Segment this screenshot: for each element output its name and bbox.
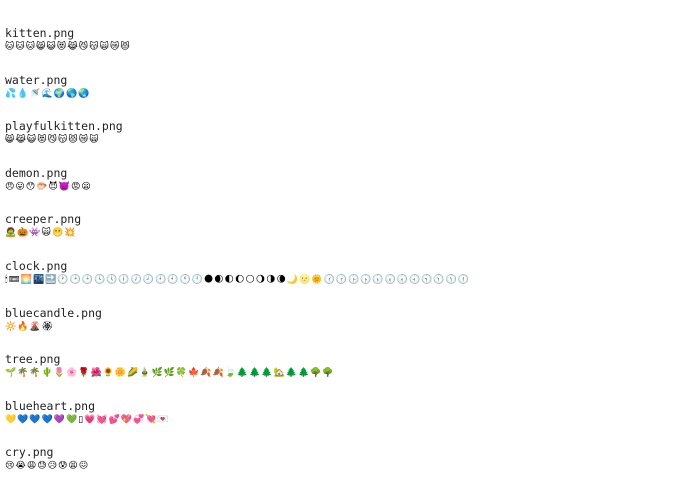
entry-bluecandle: bluecandle.png 🔆🔥🌋🏵 <box>5 306 470 353</box>
emoji-row: 🔆🔥🌋🏵 <box>5 321 55 332</box>
emoji-row: 💛💙💙💙💜💚▯💗💓💕💖💞💘💌 <box>5 414 170 425</box>
filename-label: kitten.png <box>5 26 75 40</box>
emoji-row: 🕯📼🌅🌃🔜🕐🕑🕒🕓🕔🕕🕖🕗🕘🕙🕚🕛🌑🌒🌓🌔🌕🌖🌗🌘🌙🌝🌞🕜🕝🕞🕟🕠🕡🕢🕣🕤🕥🕦🕧 <box>5 274 471 285</box>
emoji-row: 😸😹😺😻😼😽😾😿🙀 <box>5 135 100 146</box>
filename-label: cry.png <box>5 445 54 460</box>
entry-kitten: kitten.png 🐱🐱🐱😸😺😻😹😼😽🙀😿😾 <box>5 26 470 73</box>
entry-water: water.png 💦💧🚿🌊🌍🌎🌏 <box>5 73 470 120</box>
filename-label: clock.png <box>5 258 68 273</box>
entry-playfulkitten: playfulkitten.png 😸😹😺😻😼😽😾😿🙀 <box>5 119 470 166</box>
emoji-row: 💦💧🚿🌊🌍🌎🌏 <box>5 88 91 99</box>
entry-cry: cry.png 😢😭😩😓😥😰😫😖 <box>5 445 470 492</box>
emoji-row: 😢😭😩😓😥😰😫😖 <box>5 461 90 472</box>
entry-blueheart: blueheart.png 💛💙💙💙💜💚▯💗💓💕💖💞💘💌 <box>5 399 470 446</box>
entry-creeper: creeper.png 🧟🎃👾🙀😬💥 <box>5 212 470 259</box>
emoji-row: 🐱🐱🐱😸😺😻😹😼😽🙀😿😾 <box>5 42 131 52</box>
filename-label: demon.png <box>5 165 68 180</box>
filename-label: playfulkitten.png <box>5 119 123 134</box>
emoji-row: 🧟🎃👾🙀😬💥 <box>5 228 77 239</box>
filename-label: creeper.png <box>5 212 82 227</box>
emoji-row: 🌱🌴🌴🌵🌷🌸🌹🌺🌻🌼🌽🎍🌿🌿🍀🍁🍂🍂🍃🌲🌲🌲🏡🌲🌲🌳🌳 <box>5 368 335 379</box>
filename-label: bluecandle.png <box>5 305 102 320</box>
filename-label: water.png <box>5 72 68 87</box>
filename-label: blueheart.png <box>5 398 96 413</box>
entry-clock: clock.png 🕯📼🌅🌃🔜🕐🕑🕒🕓🕔🕕🕖🕗🕘🕙🕚🕛🌑🌒🌓🌔🌕🌖🌗🌘🌙🌝🌞🕜🕝… <box>5 259 470 306</box>
emoji-row: 😠😛😯🐡😈👿😡😦 <box>5 181 92 192</box>
file-emoji-list: kitten.png 🐱🐱🐱😸😺😻😹😼😽🙀😿😾 water.png 💦💧🚿🌊🌍🌎… <box>5 26 470 492</box>
entry-tree: tree.png 🌱🌴🌴🌵🌷🌸🌹🌺🌻🌼🌽🎍🌿🌿🍀🍁🍂🍂🍃🌲🌲🌲🏡🌲🌲🌳🌳 <box>5 352 470 399</box>
filename-label: tree.png <box>5 352 61 367</box>
entry-demon: demon.png 😠😛😯🐡😈👿😡😦 <box>5 166 470 213</box>
